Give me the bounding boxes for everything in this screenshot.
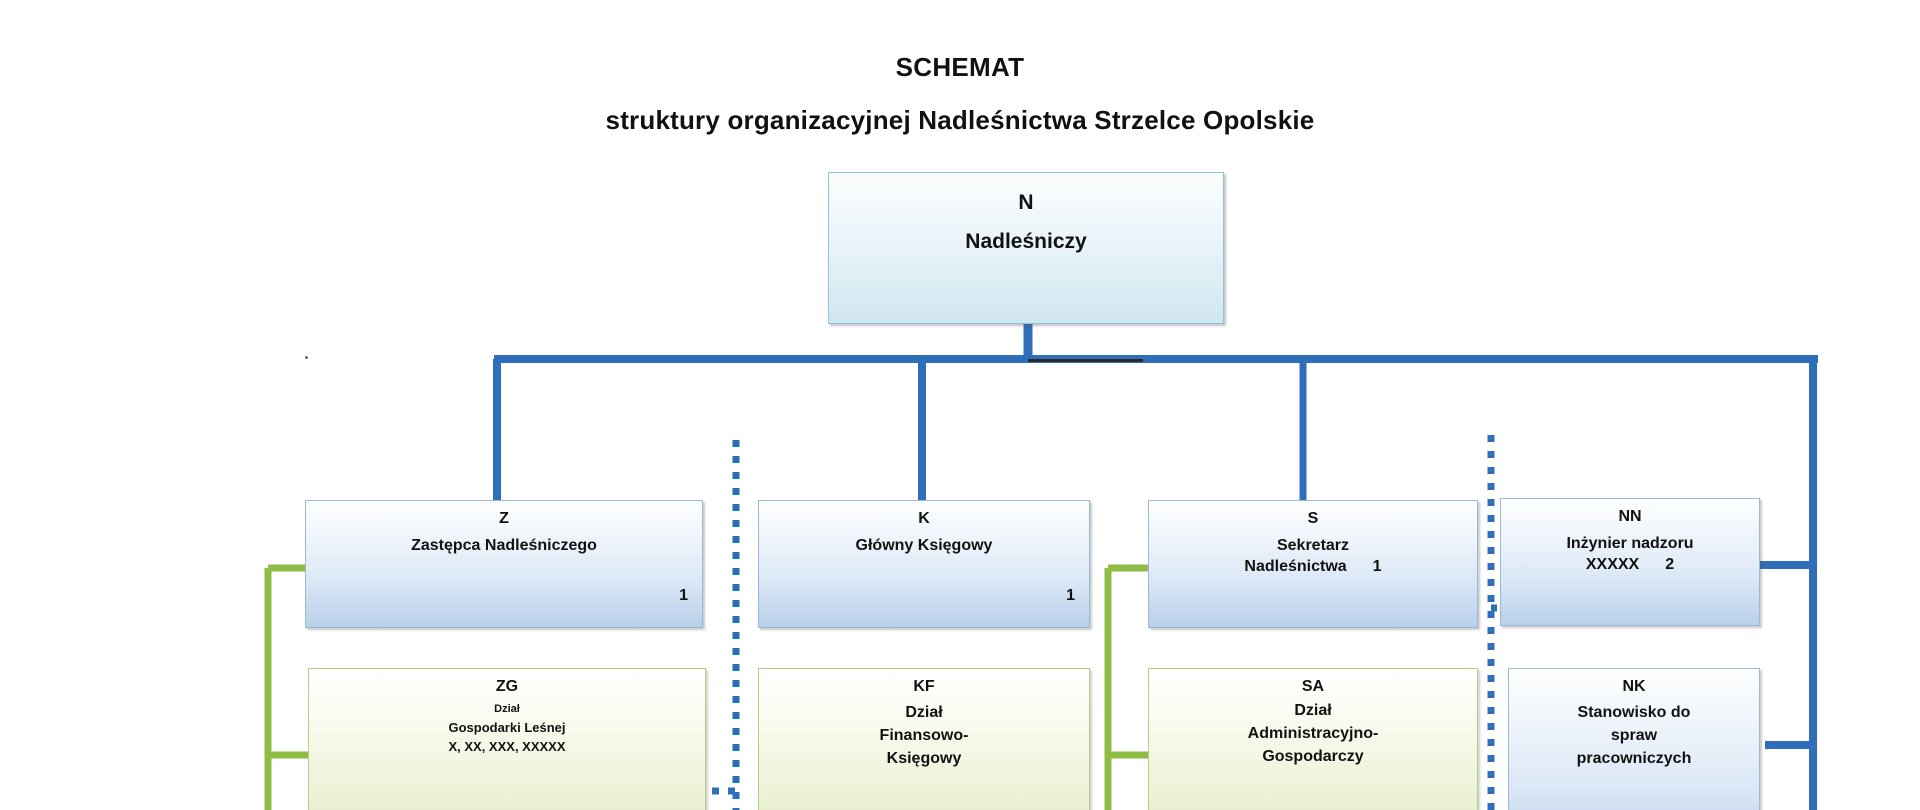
node-name-line1: Stanowisko do [1577,703,1691,721]
bus-left-tick [305,356,308,359]
page-subtitle: struktury organizacyjnej Nadleśnictwa St… [605,105,1315,135]
node-name-text: Nadleśnictwa [1244,557,1347,575]
bus-emphasis-rule [1028,359,1143,362]
node-name-text: XXXXX [1585,555,1640,573]
node-name-line2: Administracyjno- [1247,724,1379,742]
node-name-line3: pracowniczych [1576,749,1692,767]
node-code: NK [1622,678,1646,695]
node-inzynier-nadzoru[interactable]: NN Inżynier nadzoru XXXXX 2 [1500,498,1760,626]
staff-count: 1 [1066,587,1075,604]
node-name-line2: spraw [1610,726,1658,744]
node-name: Zastępca Nadleśniczego [411,536,597,554]
node-name: Nadleśniczy [965,230,1087,254]
node-name-line2: Finansowo- [879,726,969,744]
node-name-line2: Gospodarki Leśnej [448,719,566,735]
node-code: Z [499,510,509,527]
node-name-line3: Księgowy [886,749,962,767]
node-name: Sekretarz [1276,536,1350,554]
node-code: S [1307,510,1319,527]
node-name-line3: Gospodarczy [1262,747,1364,765]
node-name: Inżynier nadzoru [1566,534,1694,552]
node-code: ZG [495,678,519,695]
node-zastepca-nadlesniczego[interactable]: Z Zastępca Nadleśniczego 1 [305,500,703,628]
node-glowny-ksiegowy[interactable]: K Główny Księgowy 1 [758,500,1090,628]
node-name-line2: Nadleśnictwa 1 [1149,556,1477,577]
node-code: N [1018,191,1034,214]
staff-count: 2 [1665,555,1675,573]
node-name: Główny Księgowy [855,536,993,554]
node-name-line1: Dział [1294,701,1332,719]
node-code: NN [1618,508,1642,525]
node-name-line3: X, XX, XXX, XXXXX [448,738,566,754]
node-name-line2: XXXXX 2 [1501,554,1759,575]
page-title: SCHEMAT [895,52,1025,82]
node-dzial-finansowo-ksiegowy[interactable]: KF Dział Finansowo- Księgowy [758,668,1090,810]
node-nadlesniczy[interactable]: N Nadleśniczy [828,172,1224,324]
staff-count: 1 [679,587,688,604]
node-code: SA [1301,678,1325,695]
node-code: KF [913,678,935,695]
node-sekretarz-nadlesnictwa[interactable]: S Sekretarz Nadleśnictwa 1 [1148,500,1478,628]
node-stanowisko-spraw-pracowniczych[interactable]: NK Stanowisko do spraw pracowniczych [1508,668,1760,810]
node-name-line1: Dział [905,703,943,721]
node-code: K [918,510,930,527]
node-dzial-gospodarki-lesnej[interactable]: ZG Dział Gospodarki Leśnej X, XX, XXX, X… [308,668,706,810]
node-dzial-administracyjno-gospodarczy[interactable]: SA Dział Administracyjno- Gospodarczy [1148,668,1478,810]
node-name-line1: Dział [494,702,520,715]
staff-count: 1 [1372,557,1382,575]
